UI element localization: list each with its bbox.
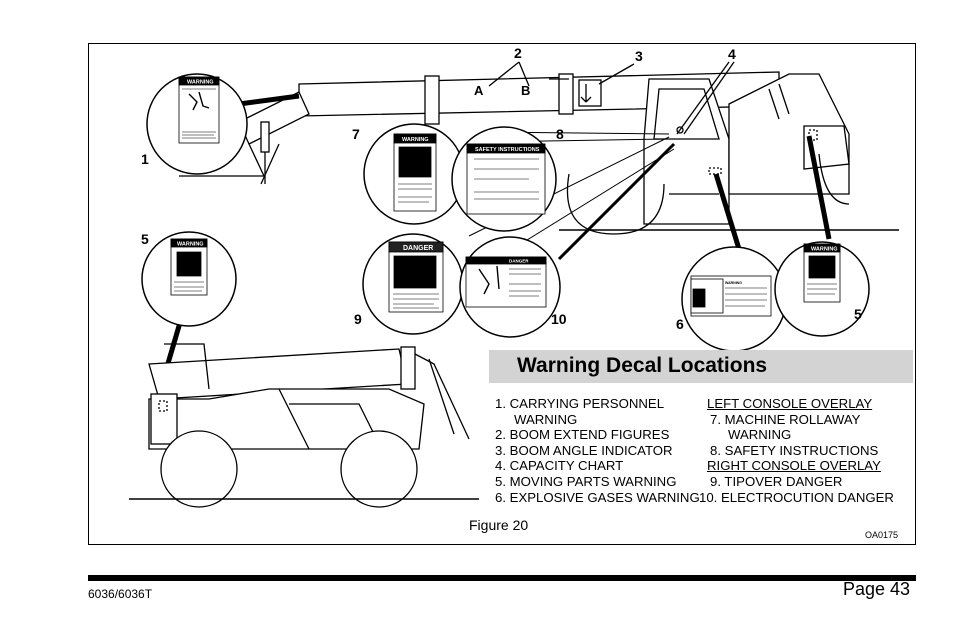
callout-3: 3 xyxy=(635,48,643,64)
page-number: Page 43 xyxy=(843,579,911,599)
legend-item-7-cont: WARNING xyxy=(728,427,792,443)
callout-7: 7 xyxy=(352,126,360,142)
decal-6-header: WARNING xyxy=(725,281,742,285)
legend-item-6: 6. EXPLOSIVE GASES WARNING xyxy=(495,489,700,505)
decal-1-header: WARNING xyxy=(187,80,214,86)
page-title: Warning Decal Locations xyxy=(517,354,768,377)
decal-5b-header: WARNING xyxy=(811,247,838,253)
decal-7-header: WARNING xyxy=(402,137,429,143)
callout-10: 10 xyxy=(551,311,567,327)
legend-item-9: 9. TIPOVER DANGER xyxy=(710,473,843,489)
legend-item-1: 1. CARRYING PERSONNEL xyxy=(495,396,665,411)
legend-heading-right-console: RIGHT CONSOLE OVERLAY xyxy=(707,458,881,474)
decal-8-header: SAFETY INSTRUCTIONS xyxy=(475,147,540,153)
legend-item-10: 10. ELECTROCUTION DANGER xyxy=(699,489,894,505)
footer-model: 6036/6036T xyxy=(88,587,153,601)
legend-item-1-cont: WARNING xyxy=(514,411,578,427)
label-b: B xyxy=(521,83,531,98)
callout-5-right: 5 xyxy=(854,306,862,322)
legend-item-5: 5. MOVING PARTS WARNING xyxy=(495,473,677,489)
callout-9: 9 xyxy=(354,311,362,327)
callout-1: 1 xyxy=(141,151,149,167)
title-bar: Warning Decal Locations xyxy=(489,350,913,383)
legend-heading-left-console: LEFT CONSOLE OVERLAY xyxy=(707,396,873,411)
callout-8: 8 xyxy=(556,126,564,142)
legend-item-7: 7. MACHINE ROLLAWAY xyxy=(710,411,861,427)
figure-frame: WARNING WARNING SAFETY INSTRUCTIONS DANG… xyxy=(88,43,916,545)
legend-item-4: 4. CAPACITY CHART xyxy=(495,458,624,474)
footer-rule xyxy=(88,575,916,581)
legend-item-8: 8. SAFETY INSTRUCTIONS xyxy=(710,442,879,458)
callout-5-left: 5 xyxy=(141,231,149,247)
figure-caption: Figure 20 xyxy=(469,517,529,533)
callout-2: 2 xyxy=(514,45,522,61)
legend-item-3: 3. BOOM ANGLE INDICATOR xyxy=(495,442,673,458)
decal-5a-header: WARNING xyxy=(177,242,204,248)
decal-9-header: DANGER xyxy=(403,245,433,252)
legend-item-2: 2. BOOM EXTEND FIGURES xyxy=(495,427,670,443)
callout-4: 4 xyxy=(728,46,736,62)
callout-6: 6 xyxy=(676,316,684,332)
decal-10-header: DANGER xyxy=(509,259,529,264)
legend-left: 1. CARRYING PERSONNEL WARNING 2. BOOM EX… xyxy=(495,396,700,505)
legend-right: LEFT CONSOLE OVERLAY 7. MACHINE ROLLAWAY… xyxy=(699,396,894,505)
label-a: A xyxy=(474,83,484,98)
figure-code: OA0175 xyxy=(865,530,899,540)
decal-location-illustration: WARNING WARNING SAFETY INSTRUCTIONS DANG… xyxy=(129,61,899,508)
